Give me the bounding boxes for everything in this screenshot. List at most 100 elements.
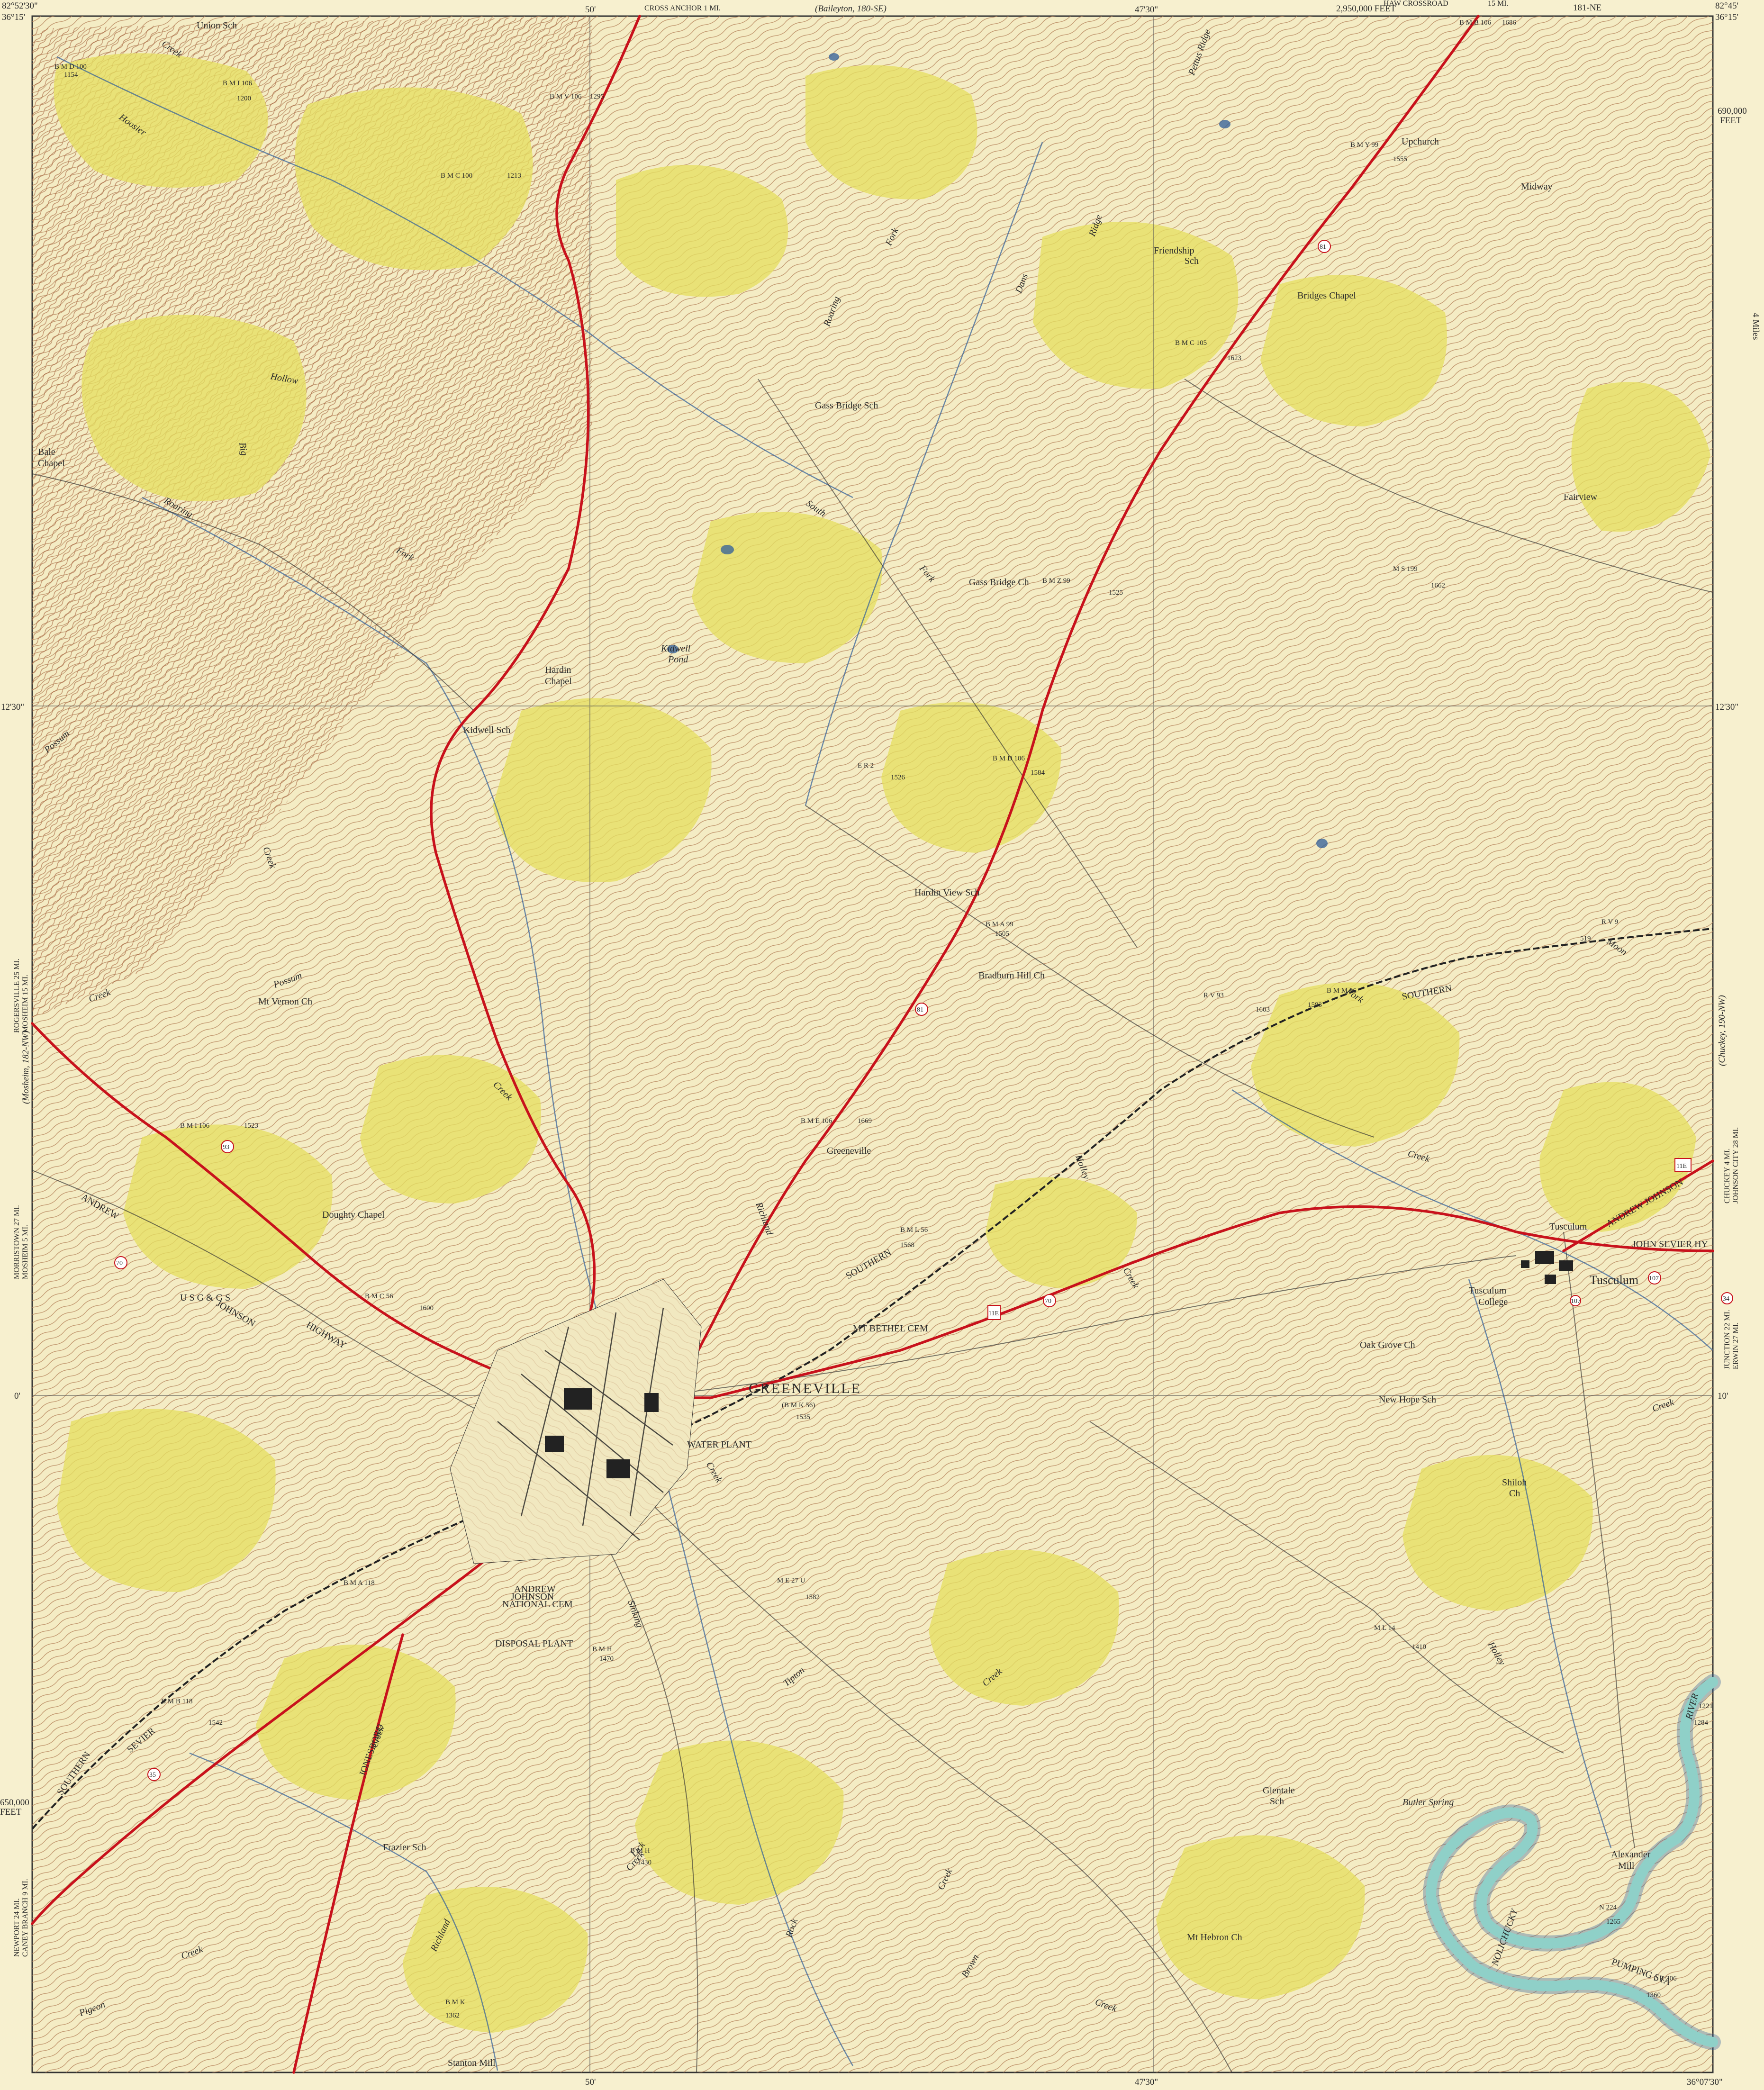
place-water-plant: WATER PLANT (687, 1439, 751, 1450)
coord-top-right: 82°45' (1715, 1, 1738, 11)
bm-i106: B M I 106 (223, 80, 253, 87)
place-hardin-view-sch: Hardin View Sch (914, 887, 979, 898)
bm-1623: 1623 (1227, 354, 1241, 362)
bm-k: B M K (445, 1999, 465, 2006)
place-greeneville-small: Greeneville (827, 1146, 871, 1156)
place-butler-spring: Butler Spring (1402, 1797, 1454, 1808)
road-john-sevier-hwy: JOHN SEVIER HY (1632, 1239, 1708, 1249)
chuckey-mi-label: CHUCKEY 4 MI. (1723, 1149, 1731, 1203)
n-224: N 224 (1599, 1904, 1617, 1911)
er-2: E R 2 (858, 762, 874, 769)
quad-id: 181-NE (1573, 3, 1601, 13)
place-glentale-1: Glentale (1263, 1785, 1295, 1796)
lr-1360: 1360 (1646, 1991, 1661, 1999)
coord-tr-lat: 36°15' (1715, 12, 1738, 22)
haw-crossroad-label: HAW CROSSROAD (1384, 0, 1448, 8)
bm-1430: 1430 (637, 1859, 651, 1866)
bm-1505: 1505 (995, 930, 1009, 938)
place-gass-bridge-sch: Gass Bridge Sch (815, 400, 878, 411)
coord-right-1230: 12'30" (1715, 702, 1738, 712)
bm-1523: 1523 (244, 1122, 258, 1130)
place-gass-bridge-ch: Gass Bridge Ch (969, 577, 1029, 588)
route-107: 107 (1649, 1275, 1659, 1282)
bm-1295: 1295 (590, 93, 604, 100)
place-fairview: Fairview (1564, 492, 1598, 502)
place-mt-hebron-ch: Mt Hebron Ch (1187, 1932, 1242, 1943)
place-union-sch: Union Sch (197, 20, 237, 31)
coord-right-10: 10' (1718, 1391, 1728, 1401)
ponds (667, 53, 1328, 848)
coord-bottom-right: 36°07'30" (1687, 2077, 1723, 2087)
bm-1470: 1470 (599, 1655, 614, 1663)
place-bridges-chapel: Bridges Chapel (1297, 290, 1356, 301)
route-11e: 11E (988, 1310, 999, 1317)
coord-top-50: 50' (585, 5, 596, 15)
rv-1603: 1603 (1256, 1006, 1270, 1013)
bm-i106-2: B M I 106 (180, 1122, 210, 1130)
place-greeneville: GREENEVILLE (749, 1381, 861, 1396)
coord-bottom-50: 50' (585, 2077, 596, 2087)
er-1526: 1526 (891, 774, 905, 781)
lr-306: L R 306 (1654, 1975, 1677, 1982)
bm-1362: 1362 (445, 2012, 460, 2019)
bm-1200: 1200 (237, 95, 251, 102)
coord-top-4730: 47'30" (1135, 5, 1158, 15)
route-35: 35 (149, 1772, 156, 1779)
southern-railway (31, 928, 1713, 1830)
place-hardin-chapel-2: Chapel (545, 676, 572, 687)
erwin-label: ERWIN 27 MI. (1732, 1322, 1740, 1369)
mosheim-mi-label: MOSHEIM 15 MI. (21, 975, 29, 1033)
ms-1662: 1662 (1431, 582, 1445, 589)
graticule (32, 16, 1713, 2072)
bm-c105: B M C 105 (1175, 339, 1207, 347)
coord-left-1230: 12'30" (1, 702, 24, 712)
bm-1525: 1525 (1109, 589, 1123, 597)
place-kidwell-sch: Kidwell Sch (463, 725, 510, 735)
feet-690000: 690,000 (1718, 106, 1747, 116)
place-disposal-plant: DISPOSAL PLANT (495, 1638, 573, 1649)
bm-1568: 1568 (900, 1241, 914, 1249)
johnson-city-label: JOHNSON CITY 28 MI. (1732, 1127, 1740, 1203)
feet-650000: 650,000 (0, 1798, 29, 1808)
place-doughty-chapel: Doughty Chapel (322, 1210, 385, 1220)
bm-1600: 1600 (419, 1304, 434, 1312)
route-93: 93 (223, 1144, 229, 1151)
rv-519: 519 (1580, 935, 1591, 942)
route-107b: 107 (1571, 1298, 1581, 1305)
mosheim-quad-label: (Mosheim, 182-NW) (21, 1031, 31, 1104)
place-midway: Midway (1521, 181, 1553, 192)
miles-edge-label: 4 Miles (1751, 313, 1761, 340)
rv-9: R V 9 (1601, 918, 1618, 926)
bm-1669: 1669 (858, 1117, 872, 1125)
cross-anchor-label: CROSS ANCHOR 1 MI. (644, 4, 721, 12)
coord-top-left: 82°52'30" (2, 1, 38, 11)
route-81a: 81 (1320, 244, 1326, 251)
place-bradburn-hill-ch: Bradburn Hill Ch (978, 970, 1045, 981)
morristown-label: MORRISTOWN 27 MI. (13, 1205, 21, 1279)
place-usgs: U S G & G S (180, 1293, 230, 1303)
bm-c56: B M C 56 (365, 1293, 393, 1300)
place-shiloh-1: Shiloh (1502, 1477, 1527, 1488)
route-shields: 81 81 93 70 11E 70 11E 107 35 107 34 (114, 240, 1733, 1781)
bm-k56: (B M K 56) (782, 1402, 815, 1409)
place-stanton-mill: Stanton Mill (448, 2058, 496, 2068)
coord-left-10: 0' (14, 1391, 20, 1401)
bm-c100: B M C 100 (441, 172, 472, 180)
bm-b118: B M B 118 (161, 1698, 193, 1705)
bm-h: B M H (592, 1646, 612, 1653)
place-kidwell-pond-2: Pond (668, 654, 688, 665)
route-34: 34 (1723, 1295, 1729, 1303)
bm-e106: B M E 106 (801, 1117, 832, 1125)
route-81b: 81 (917, 1006, 923, 1013)
me-1582: 1582 (805, 1593, 820, 1601)
place-bale-chapel-2: Chapel (38, 458, 65, 469)
route-11e-b: 11E (1676, 1163, 1687, 1170)
place-kidwell-pond-1: Kidwell (660, 643, 691, 654)
ml-14: M L 14 (1374, 1624, 1395, 1632)
ml-1410: 1410 (1412, 1643, 1426, 1651)
bm-l56: B M L 56 (900, 1226, 928, 1234)
bm-1154: 1154 (64, 71, 78, 79)
newport-label: NEWPORT 24 MI. (13, 1898, 21, 1957)
bm-z99: B M Z 99 (1042, 577, 1070, 585)
bm-b106: B M B 106 (1459, 19, 1492, 27)
